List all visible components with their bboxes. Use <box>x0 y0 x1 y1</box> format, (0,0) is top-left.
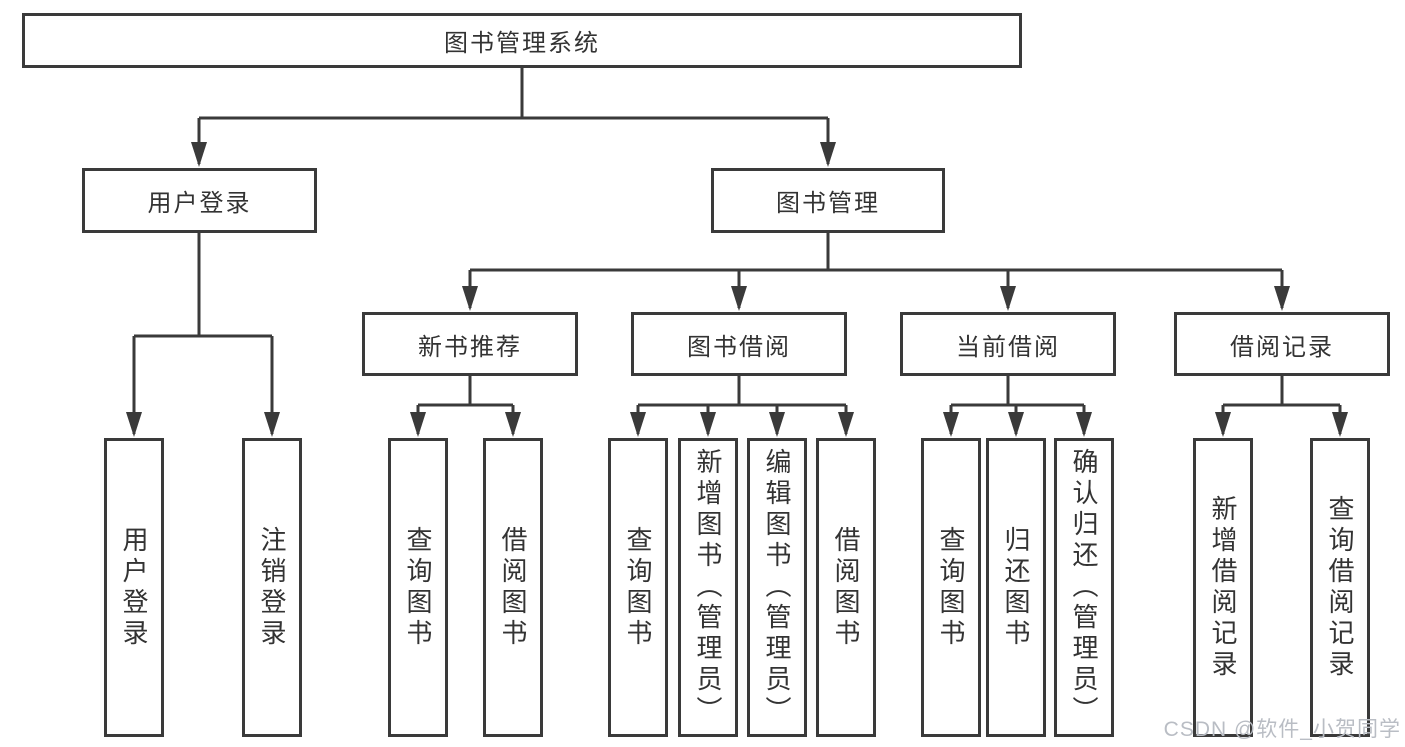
leaf-add-borrow-record: 新增借阅记录 <box>1193 438 1253 737</box>
leaf-query-borrow-record: 查询借阅记录 <box>1310 438 1370 737</box>
node-borrow-records: 借阅记录 <box>1174 312 1390 376</box>
node-user-login: 用户登录 <box>82 168 317 233</box>
leaf-add-books-admin: 新增图书（管理员） <box>678 438 738 737</box>
leaf-query-books-current: 查询图书 <box>921 438 981 737</box>
leaf-user-login: 用户登录 <box>104 438 164 737</box>
node-new-book-recommend: 新书推荐 <box>362 312 578 376</box>
node-current-borrow: 当前借阅 <box>900 312 1116 376</box>
leaf-borrow-books-recommend: 借阅图书 <box>483 438 543 737</box>
leaf-confirm-return-admin: 确认归还（管理员） <box>1054 438 1114 737</box>
csdn-watermark: CSDN @软件_小贺同学 <box>1163 718 1401 741</box>
leaf-borrow-books: 借阅图书 <box>816 438 876 737</box>
node-book-management: 图书管理 <box>711 168 945 233</box>
leaf-edit-books-admin: 编辑图书（管理员） <box>747 438 807 737</box>
node-library-system: 图书管理系统 <box>22 13 1022 68</box>
leaf-logout: 注销登录 <box>242 438 302 737</box>
leaf-query-books-recommend: 查询图书 <box>388 438 448 737</box>
node-book-borrow: 图书借阅 <box>631 312 847 376</box>
leaf-query-books-borrow: 查询图书 <box>608 438 668 737</box>
leaf-return-books: 归还图书 <box>986 438 1046 737</box>
